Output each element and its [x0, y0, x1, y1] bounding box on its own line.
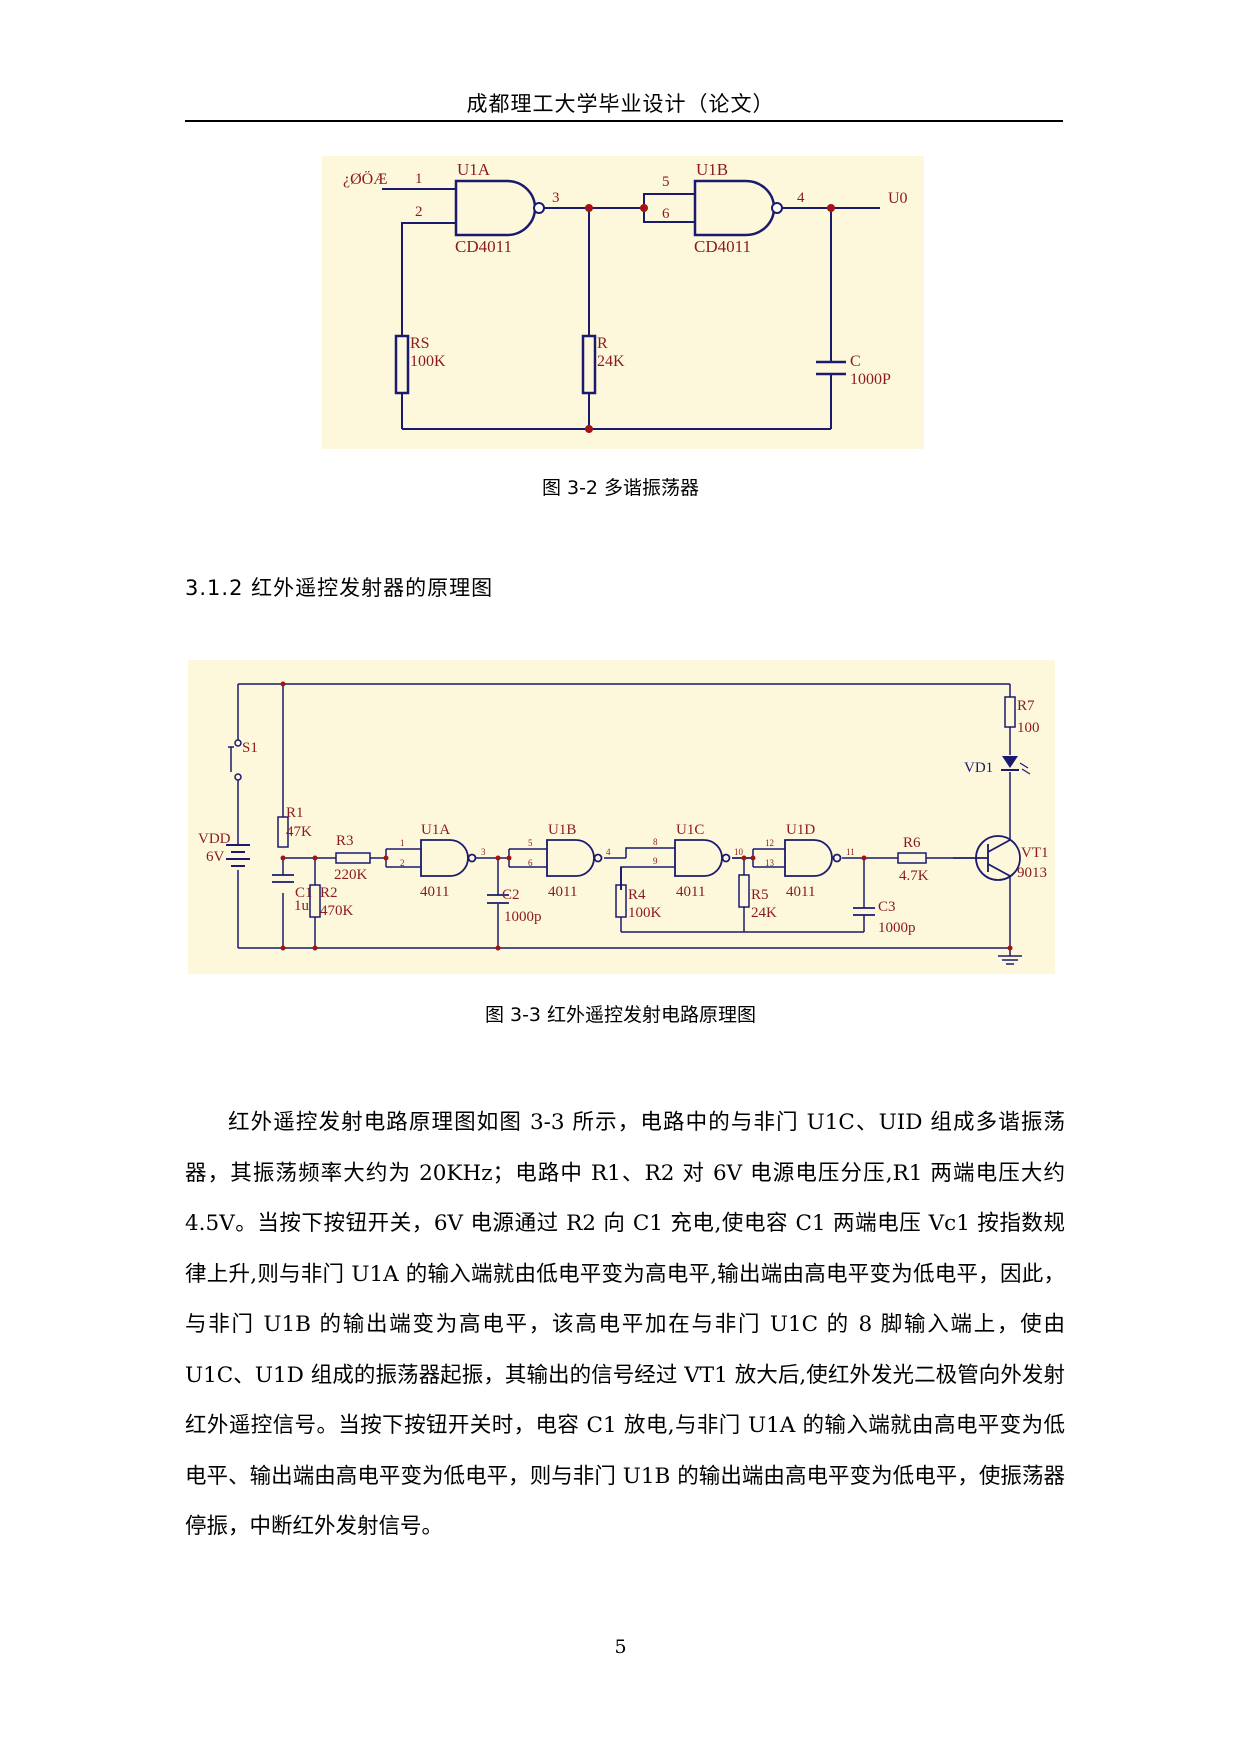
chip-a-label: CD4011 [455, 237, 512, 256]
section-heading: 3.1.2 红外遥控发射器的原理图 [185, 576, 494, 600]
nand-gate-u1b [546, 839, 595, 877]
led-vd1 [1001, 756, 1031, 775]
pin-12: 12 [765, 838, 774, 848]
c2-label: C2 [502, 887, 520, 903]
body-text: 红外遥控发射电路原理图如图 3-3 所示，电路中的与非门 U1C、UID 组成多… [185, 1098, 1065, 1553]
nand-gate-u1d [784, 839, 833, 877]
rs-name: RS [410, 335, 430, 352]
c-value: 1000P [850, 371, 891, 388]
page-header-title: 成都理工大学毕业设计（论文） [466, 92, 775, 116]
pin-2: 2 [400, 858, 405, 868]
r7-value: 100 [1017, 720, 1040, 736]
output-label: U0 [888, 190, 908, 207]
pin-3: 3 [481, 847, 486, 857]
pin-13: 13 [765, 858, 775, 868]
r3-value: 220K [334, 867, 368, 883]
pin-4: 4 [606, 847, 611, 857]
pin-1-label: 1 [415, 171, 423, 187]
u1c-chip: 4011 [676, 884, 705, 900]
c1-label: C1 [295, 885, 313, 901]
vdd-label: VDD [198, 831, 231, 847]
resistor-r3 [335, 852, 371, 864]
figure-multivibrator: ¿ØÖÆ 1 2 3 5 6 4 U1A U1B CD4011 CD4011 U… [322, 156, 924, 449]
vdd-value: 6V [206, 849, 225, 865]
u1b-chip: 4011 [548, 884, 577, 900]
rs-value: 100K [410, 353, 446, 370]
figure2-caption: 图 3-3 红外遥控发射电路原理图 [484, 1004, 757, 1026]
c3-value: 1000p [878, 920, 916, 936]
battery-vdd [226, 844, 250, 867]
switch-s1 [228, 739, 242, 781]
s1-label: S1 [242, 740, 258, 756]
r4-label: R4 [628, 887, 646, 903]
pin-2-label: 2 [415, 204, 423, 220]
multivibrator-schematic: ¿ØÖÆ 1 2 3 5 6 4 U1A U1B CD4011 CD4011 U… [322, 156, 924, 449]
c1-value: 1u [294, 898, 310, 914]
c-name: C [850, 353, 861, 370]
u1d-chip: 4011 [786, 884, 815, 900]
resistor-rs [394, 334, 410, 395]
nand-gate-u1a [420, 839, 469, 877]
pin-5-label: 5 [662, 174, 670, 190]
body-paragraph: 红外遥控发射电路原理图如图 3-3 所示，电路中的与非门 U1C、UID 组成多… [185, 1110, 1065, 1539]
r1-label: R1 [286, 805, 304, 821]
pin-4-label: 4 [797, 190, 805, 206]
r1-value: 47K [286, 824, 312, 840]
resistor-r7 [1004, 696, 1016, 728]
pin-8: 8 [653, 837, 658, 847]
gate-u1b-label: U1B [696, 160, 728, 179]
r5-label: R5 [751, 887, 769, 903]
figure-ir-transmitter: S1 VDD 6V R1 47K C1 1u R2 470K R3 220K U… [188, 660, 1055, 974]
pin-3-label: 3 [552, 190, 560, 206]
r7-label: R7 [1017, 698, 1035, 714]
nand-gate-u1c [674, 839, 723, 877]
transistor-vt1 [953, 835, 1021, 881]
header-rule [185, 120, 1063, 122]
pin-10: 10 [734, 847, 744, 857]
r4-value: 100K [628, 905, 662, 921]
resistor-r2 [309, 884, 321, 918]
resistor-r1 [277, 816, 289, 848]
r2-label: R2 [320, 885, 338, 901]
r-name: R [597, 335, 608, 352]
vt1-label: VT1 [1021, 845, 1049, 861]
resistor-r4 [615, 884, 627, 918]
pin-11: 11 [846, 847, 855, 857]
page-number: 5 [614, 1636, 627, 1658]
c2-value: 1000p [504, 909, 542, 925]
input-label: ¿ØÖÆ [343, 170, 387, 188]
pin-6-label: 6 [662, 206, 670, 222]
pin-9: 9 [653, 856, 658, 866]
ir-transmitter-schematic: S1 VDD 6V R1 47K C1 1u R2 470K R3 220K U… [188, 660, 1055, 974]
figure1-caption: 图 3-2 多谐振荡器 [541, 477, 700, 499]
resistor-r [581, 334, 597, 395]
u1d-label: U1D [786, 822, 815, 838]
r6-value: 4.7K [899, 868, 929, 884]
u1a-label: U1A [421, 822, 450, 838]
u1c-label: U1C [676, 822, 704, 838]
chip-b-label: CD4011 [694, 237, 751, 256]
u1b-label: U1B [548, 822, 576, 838]
pin-1: 1 [400, 838, 405, 848]
c3-label: C3 [878, 899, 896, 915]
resistor-r5 [738, 874, 750, 908]
vd1-label: VD1 [964, 760, 993, 776]
vt1-value: 9013 [1017, 865, 1047, 881]
r-value: 24K [597, 353, 625, 370]
u1a-chip: 4011 [420, 884, 449, 900]
r6-label: R6 [903, 835, 921, 851]
r3-label: R3 [336, 833, 354, 849]
resistor-r6 [897, 852, 927, 864]
r5-value: 24K [751, 905, 777, 921]
r2-value: 470K [320, 903, 354, 919]
pin-5: 5 [528, 838, 533, 848]
pin-6: 6 [528, 858, 533, 868]
gate-u1a-label: U1A [457, 160, 491, 179]
